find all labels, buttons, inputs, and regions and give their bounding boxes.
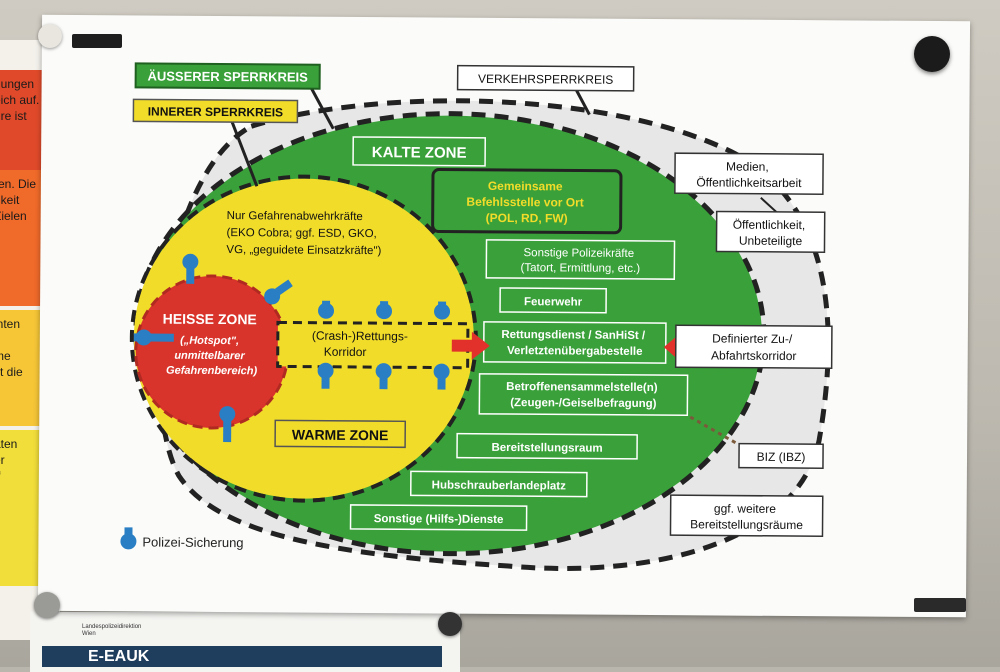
police-marker — [182, 253, 199, 284]
label-box — [499, 287, 607, 314]
clip-top-left — [72, 34, 122, 48]
left-strip-line: ren. Die — [0, 177, 37, 191]
left-strip-line: inten — [0, 317, 21, 331]
label-bereitstellungsraum: Bereitstellungsraum — [491, 442, 602, 455]
left-strip-line: hungen — [0, 77, 35, 91]
police-marker — [264, 279, 293, 305]
label-box — [674, 152, 824, 195]
pin-bottom-middle — [438, 612, 462, 636]
label-box — [669, 494, 824, 537]
left-strip-line: aten — [0, 437, 18, 451]
left-strip-line: eich auf. — [0, 93, 40, 107]
police-marker — [318, 300, 335, 319]
label-box — [352, 136, 486, 167]
pin-top-left — [38, 24, 62, 48]
legend-polizei-label: Polizei-Sicherung — [142, 534, 243, 550]
label-box — [738, 442, 824, 469]
police-marker — [433, 363, 450, 390]
label-medien: Medien, Öffentlichkeitsarbeit — [696, 159, 802, 190]
label-feuerwehr: Feuerwehr — [524, 296, 583, 308]
label-box — [274, 419, 407, 449]
left-strip-line: h — [0, 332, 48, 348]
bottom-poster-org: Landespolizeidirektion Wien — [82, 624, 141, 638]
label-betroffenen: Betroffenensammelstelle(n) (Zeugen-/Geis… — [506, 381, 661, 410]
label-box — [349, 504, 528, 531]
label-aeusserer-sperrkreis: ÄUSSERER SPERRKREIS — [147, 69, 308, 85]
police-marker — [219, 406, 236, 443]
left-strip-line: ure ist — [0, 109, 27, 123]
label-heisse-zone: HEISSE ZONE („Hotspot", unmittelbarer Ge… — [162, 311, 261, 378]
label-zu-abfahrt: Definierter Zu-/ Abfahrtskorridor — [711, 331, 797, 363]
label-warme-zone: WARME ZONE — [292, 427, 389, 444]
bottom-poster-heading-bar: E-EAUK — [42, 646, 442, 667]
left-strip-red: hungen eich auf. ure ist — [0, 70, 48, 176]
police-marker — [375, 363, 392, 390]
label-box — [456, 64, 635, 92]
diagram-poster: ÄUSSERER SPERRKREIS INNERER SPERRKREIS V… — [37, 14, 971, 618]
bottom-poster-heading: E-EAUK — [88, 648, 150, 665]
label-oeffentlichkeit: Öffentlichkeit, Unbeteiligte — [733, 218, 809, 249]
arrow-korridor-to-rettung — [451, 331, 490, 360]
label-polizeikraefte: Sonstige Polizeikräfte (Tatort, Ermittlu… — [521, 247, 641, 275]
label-biz: BIZ (IBZ) — [757, 450, 806, 464]
leader-line — [668, 403, 738, 445]
police-marker — [376, 301, 393, 320]
label-korridor: (Crash-)Rettungs- Korridor — [312, 329, 412, 360]
label-box — [132, 98, 299, 124]
left-strip-line: st die — [0, 365, 23, 379]
pin-bottom-left — [34, 592, 60, 618]
police-marker — [317, 362, 334, 389]
polizei-markers — [133, 253, 451, 443]
left-strip-line: ff — [0, 468, 48, 484]
bottom-poster-org-line: Wien — [82, 631, 96, 637]
label-weitere-raeume: ggf. weitere Bereitstellungsräume — [690, 501, 803, 532]
befehlsstelle-box — [431, 168, 623, 235]
label-box — [674, 324, 833, 370]
label-hilfsdienste: Sonstige (Hilfs-)Dienste — [374, 513, 504, 526]
police-marker — [434, 301, 451, 320]
label-hubschrauber: Hubschrauberlandeplatz — [432, 479, 567, 492]
magnet-top-right — [914, 36, 950, 72]
left-strip-line: Zielen — [0, 209, 27, 223]
leader-line — [575, 89, 591, 116]
label-kalte-zone: KALTE ZONE — [372, 144, 467, 162]
bottom-poster-org-line: Landespolizeidirektion — [82, 624, 142, 630]
left-strip-line: er — [0, 453, 5, 467]
label-box — [485, 239, 676, 280]
leader-line — [229, 119, 259, 187]
zone-diagram: ÄUSSERER SPERRKREIS INNERER SPERRKREIS V… — [120, 62, 833, 571]
label-innerer-sperrkreis: INNERER SPERRKREIS — [148, 105, 283, 120]
leader-line — [310, 87, 335, 130]
label-box — [134, 62, 321, 90]
label-gefahrenabwehr: Nur Gefahrenabwehrkräfte (EKO Cobra; ggf… — [226, 210, 381, 257]
left-strip-line: gkeit — [0, 193, 20, 207]
left-strip-line: me — [0, 349, 11, 363]
label-box — [478, 373, 689, 417]
label-box — [409, 470, 588, 498]
label-box — [715, 210, 826, 253]
label-box — [456, 432, 638, 460]
legend-polizei-icon — [120, 527, 137, 550]
label-rettungsdienst: Rettungsdienst / SanHiSt / Verletztenübe… — [501, 329, 648, 358]
label-verkehrssperrkreis: VERKEHRSPERRKREIS — [478, 72, 613, 87]
label-befehlsstelle: Gemeinsame Befehlsstelle vor Ort (POL, R… — [466, 179, 587, 226]
police-marker — [133, 329, 174, 346]
clip-bottom-right — [914, 598, 966, 612]
